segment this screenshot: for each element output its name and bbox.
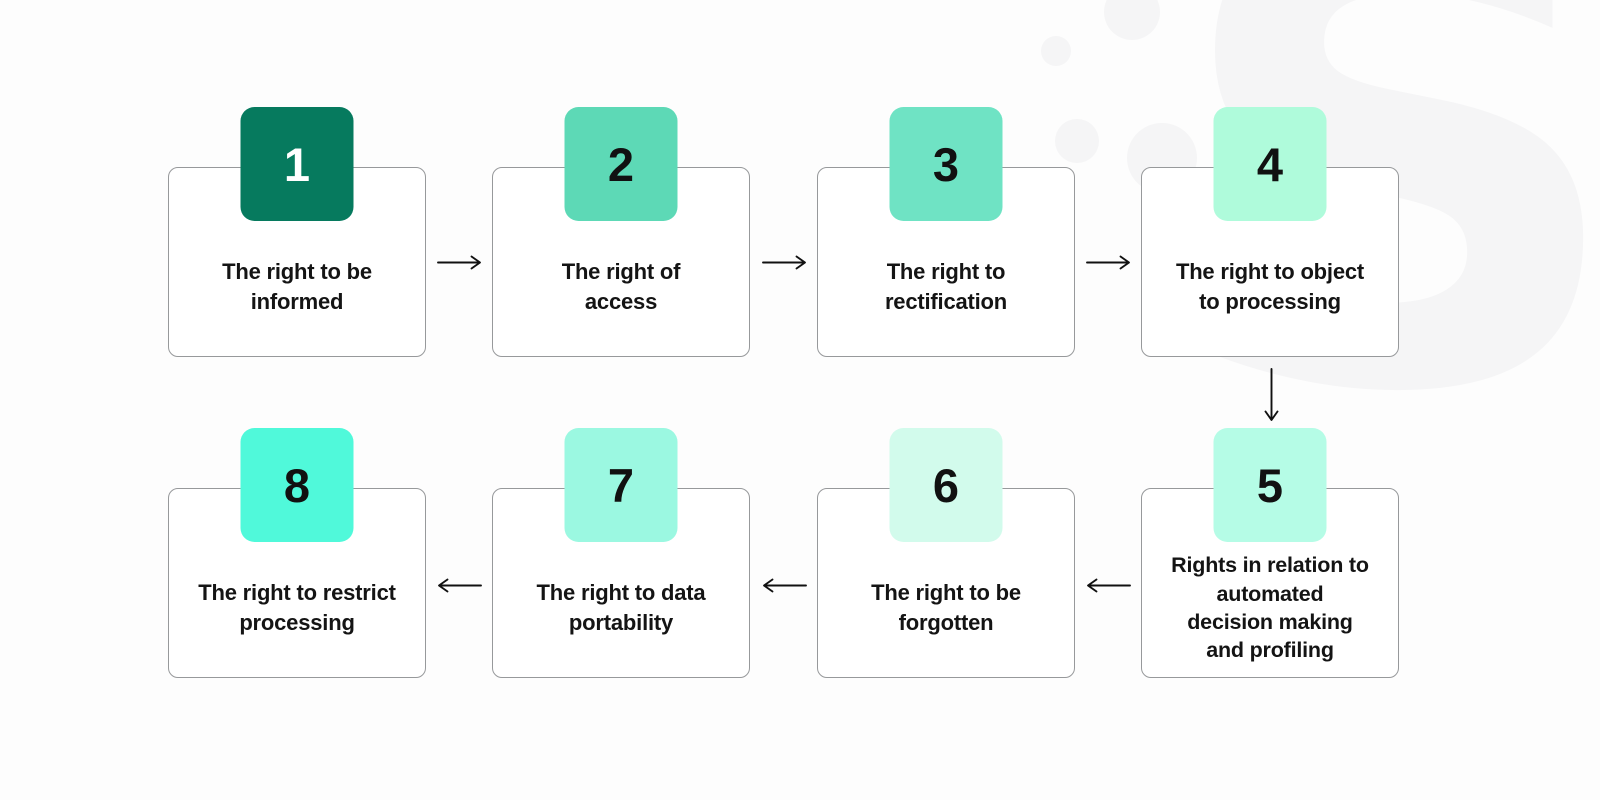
watermark-dot — [1041, 36, 1071, 66]
step-card-7: 7 The right to data portability — [492, 428, 750, 678]
arrow-down-icon — [1263, 367, 1280, 428]
step-label: Rights in relation to automated decision… — [1171, 553, 1369, 663]
step-number-badge: 5 — [1213, 428, 1327, 542]
arrow-right-icon — [436, 254, 483, 276]
arrow-right-icon — [761, 254, 808, 276]
step-card-4: 4 The right to object to processing — [1141, 107, 1399, 357]
watermark-dot — [1104, 0, 1160, 40]
step-number-badge: 2 — [564, 107, 678, 221]
step-card-8: 8 The right to restrict processing — [168, 428, 426, 678]
step-label: The right to be forgotten — [871, 580, 1021, 635]
step-card-1: 1 The right to be informed — [168, 107, 426, 357]
step-label: The right to object to processing — [1175, 259, 1365, 314]
step-label: The right to data portability — [536, 580, 706, 635]
arrow-right-icon — [1085, 254, 1132, 276]
step-number-badge: 3 — [889, 107, 1003, 221]
step-label: The right to restrict processing — [198, 580, 396, 635]
step-label: The right of access — [561, 259, 681, 314]
step-number-badge: 1 — [240, 107, 354, 221]
step-number-badge: 8 — [240, 428, 354, 542]
step-card-2: 2 The right of access — [492, 107, 750, 357]
watermark-dot — [1055, 119, 1099, 163]
step-card-5: 5 Rights in relation to automated decisi… — [1141, 428, 1399, 678]
step-card-3: 3 The right to rectification — [817, 107, 1075, 357]
step-card-6: 6 The right to be forgotten — [817, 428, 1075, 678]
step-label: The right to be informed — [222, 259, 372, 314]
step-label: The right to rectification — [884, 259, 1008, 314]
step-number-badge: 6 — [889, 428, 1003, 542]
arrow-left-icon — [1085, 577, 1132, 599]
step-number-badge: 7 — [564, 428, 678, 542]
step-number-badge: 4 — [1213, 107, 1327, 221]
arrow-left-icon — [436, 577, 483, 599]
arrow-left-icon — [761, 577, 808, 599]
